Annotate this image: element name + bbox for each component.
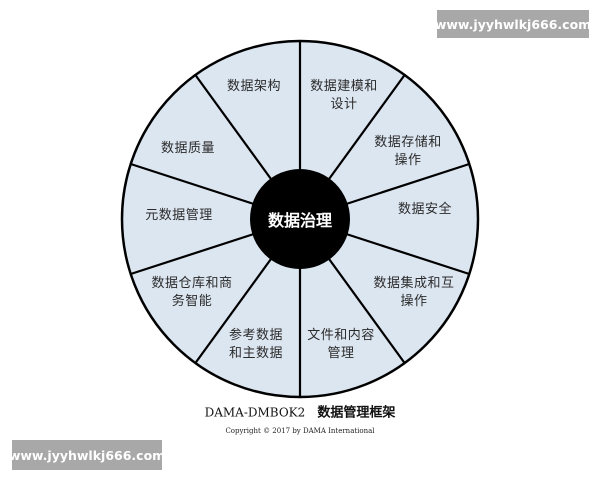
diagram-caption: DAMA-DMBOK2 数据管理框架 (205, 402, 396, 421)
segment-document-content-management: 文件和内容 管理 (307, 328, 375, 361)
watermark-top: www.jyyhwlkj666.com (435, 10, 591, 38)
center-label: 数据治理 (267, 211, 333, 230)
segment-data-integration-interoperability: 数据集成和互 操作 (373, 276, 455, 309)
center-circle (250, 169, 350, 269)
caption-title-cn: 数据管理框架 (317, 405, 396, 421)
watermark-bottom: www.jyyhwlkj666.com (9, 440, 165, 470)
segment-reference-master-data: 参考数据 和主数据 (228, 328, 284, 361)
segment-data-warehousing-bi: 数据仓库和商 务智能 (151, 276, 233, 309)
segment-data-modeling-design: 数据建模和 设计 (310, 79, 378, 112)
segment-data-storage-operations: 数据存储和 操作 (374, 135, 442, 168)
segment-metadata-management: 元数据管理 (145, 208, 213, 223)
copyright-text: Copyright © 2017 by DAMA International (225, 427, 375, 435)
segment-data-security: 数据安全 (397, 202, 453, 217)
segment-data-quality: 数据质量 (160, 141, 216, 156)
segment-data-architecture: 数据架构 (226, 79, 282, 94)
caption-title-en: DAMA-DMBOK2 (204, 405, 306, 420)
